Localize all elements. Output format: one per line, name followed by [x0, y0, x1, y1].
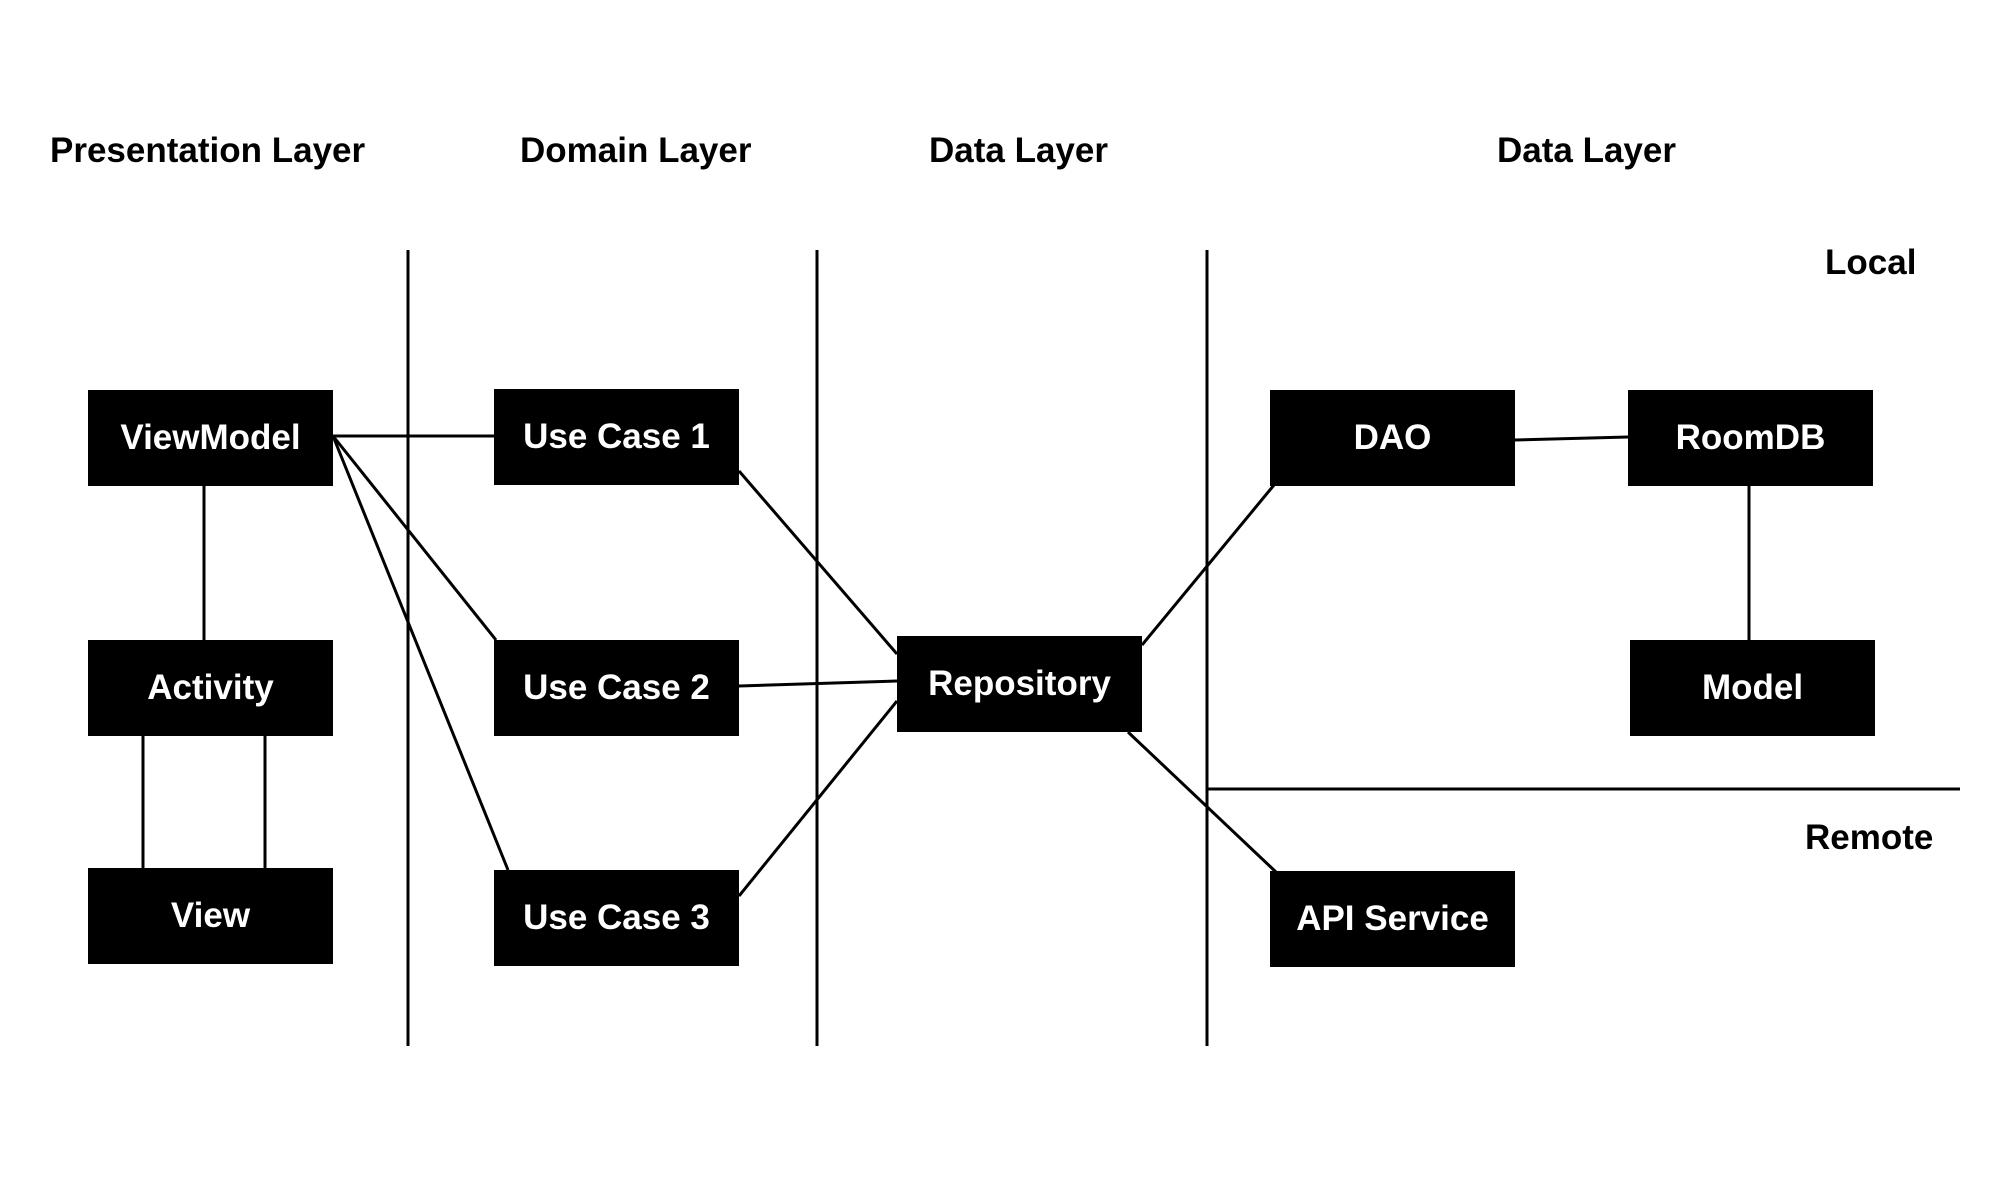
edge-use-case-2-repository — [738, 679, 898, 688]
edge-use-case-3-repository — [737, 700, 899, 897]
edge-repository-dao — [1140, 484, 1276, 646]
header-data-layer-storage: Data Layer — [1497, 131, 1676, 170]
edge-use-case-1-repository — [737, 470, 899, 655]
node-use-case-2: Use Case 2 — [494, 640, 739, 736]
node-viewmodel: ViewModel — [88, 390, 333, 486]
node-view: View — [88, 868, 333, 964]
node-model: Model — [1630, 640, 1875, 736]
edge-repository-api-service — [1126, 730, 1279, 875]
header-data-layer: Data Layer — [929, 131, 1108, 170]
node-dao: DAO — [1270, 390, 1515, 486]
node-api-service: API Service — [1270, 871, 1515, 967]
node-use-case-1: Use Case 1 — [494, 389, 739, 485]
header-presentation-layer: Presentation Layer — [50, 131, 366, 170]
header-domain-layer: Domain Layer — [520, 131, 752, 170]
node-use-case-3: Use Case 3 — [494, 870, 739, 966]
label-remote: Remote — [1805, 818, 1934, 857]
label-local: Local — [1825, 243, 1917, 282]
node-activity: Activity — [88, 640, 333, 736]
node-roomdb: RoomDB — [1628, 390, 1873, 486]
edge-dao-roomdb — [1514, 435, 1629, 442]
node-repository: Repository — [897, 636, 1142, 732]
edge-viewmodel-use-case-3 — [331, 435, 510, 871]
edge-viewmodel-use-case-2 — [331, 435, 498, 641]
